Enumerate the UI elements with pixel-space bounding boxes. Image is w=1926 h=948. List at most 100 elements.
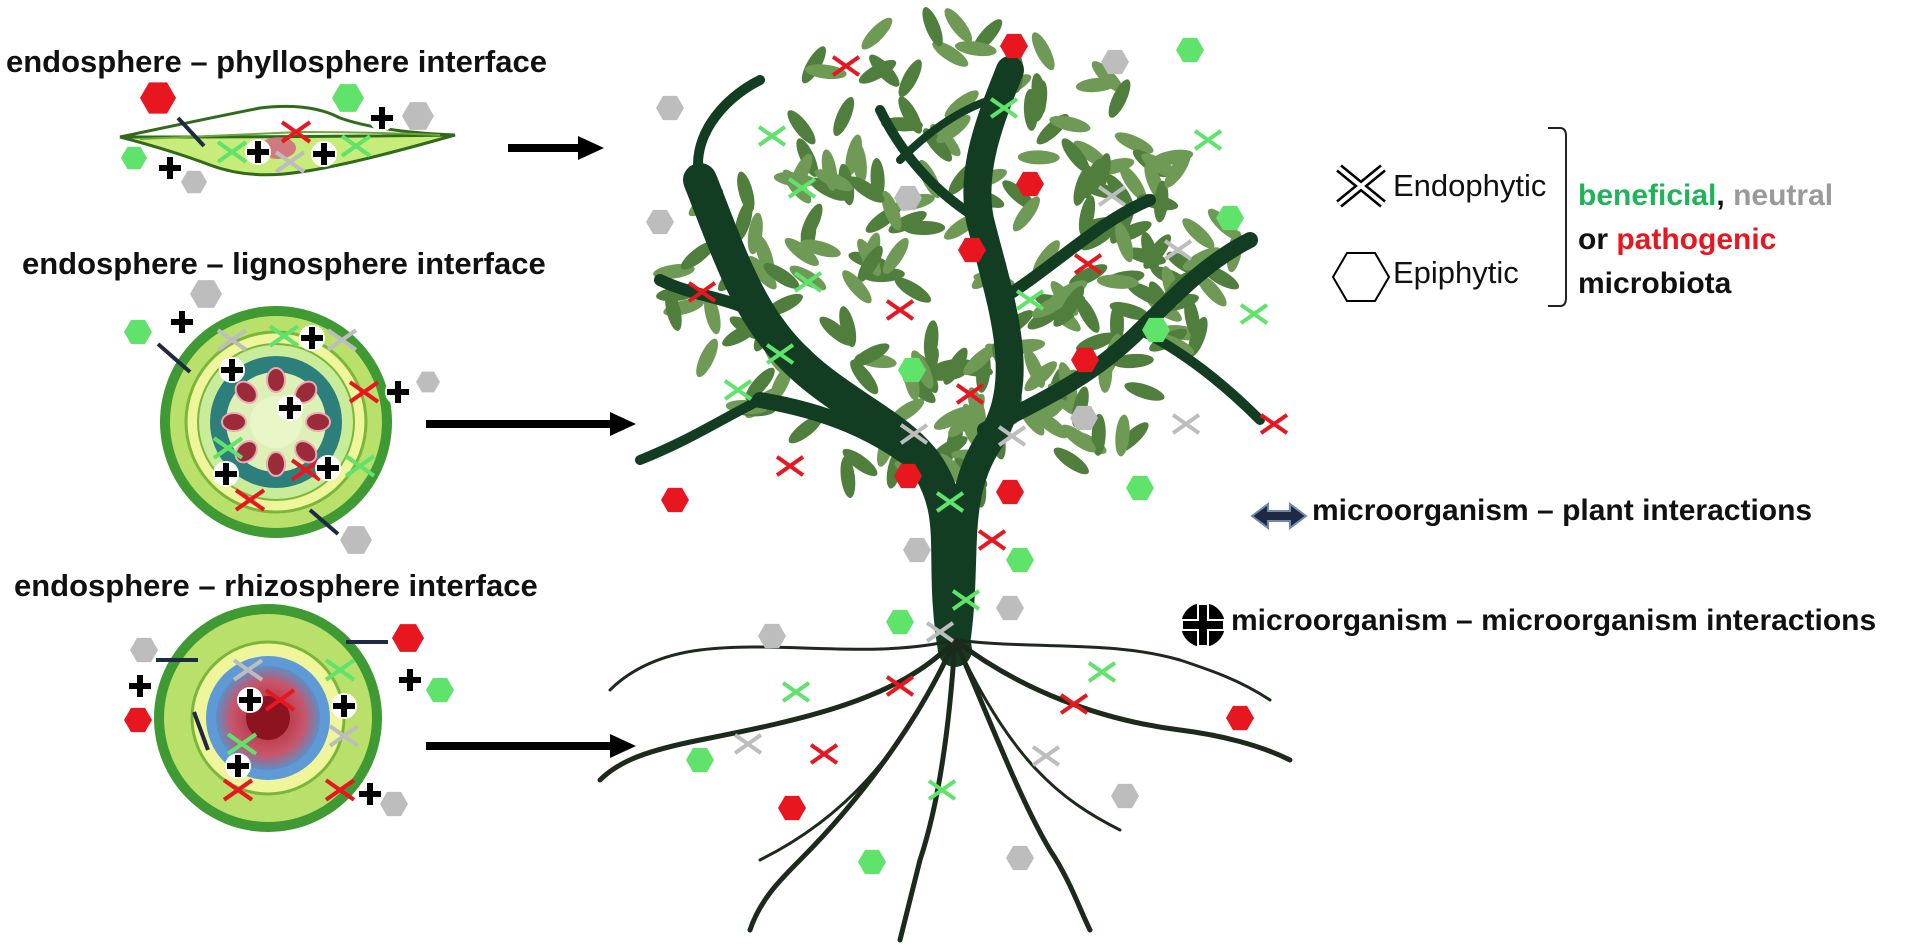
phyllosphere-title: endosphere – phyllosphere interface [6,44,547,79]
interaction-plus [387,381,409,403]
tree-root [952,637,1093,933]
epiphyte-hexagon [996,479,1024,505]
epiphyte-hexagon [130,637,158,663]
tree-leaf [882,237,909,274]
vascular-bundle [294,440,318,464]
endophyte-cross [324,658,356,682]
tree-leaf [704,293,721,335]
endophyte-cross [1073,253,1103,275]
endophyte-cross [687,281,717,303]
legend-comma: , [1716,179,1725,212]
endophyte-cross [348,380,380,404]
tree-root [747,637,958,933]
endophyte-cross [264,688,296,712]
tree-leaf [852,141,867,184]
interaction-plus [171,311,193,333]
tree-leaf [1182,218,1215,249]
epiphyte-hexagon [380,791,408,817]
tree-branch [896,96,994,164]
epiphyte-hexagon [858,849,886,875]
tree-leaf [840,456,856,498]
tree-leaf [1091,413,1106,456]
epiphyte-hexagon [181,170,207,194]
endophyte-cross [344,454,376,478]
endophyte-cross [733,733,763,755]
endophyte-cross [935,491,965,513]
epiphyte-hexagon [340,526,372,554]
epiphyte-hexagon [392,624,424,652]
tree-leaf [1164,152,1191,188]
epiphyte-hexagon [886,609,914,635]
endophyte-cross [324,778,356,802]
tree-root [953,638,1272,702]
epiphyte-hexagon [646,209,674,235]
interaction-plus [221,359,243,381]
tree-leaf [1017,150,1060,165]
microbe-markers [121,33,1289,875]
epiphyte-hexagon [1000,33,1028,59]
endophyte-cross [809,743,839,765]
endophyte-cross [1193,129,1223,151]
endophyte-cross [234,488,266,512]
tree-leaf [898,59,922,98]
tree-leaf [1114,132,1154,154]
tree-leaf [850,359,879,395]
epiphyte-hexagon [140,82,176,114]
endophyte-cross [326,328,358,352]
endophyte-cross [787,177,817,199]
interaction-plus [159,157,181,179]
vascular-bundle [221,412,247,432]
plant-interactions-label: microorganism – plant interactions [1312,494,1813,527]
epiphyte-hexagon [332,84,364,112]
tree-branch [693,75,765,185]
epiphyte-hexagon [416,371,440,393]
epiphyte-hexagon [1111,783,1139,809]
legend-neutral: neutral [1733,179,1834,212]
tree-leaf [869,54,900,87]
epiphyte-hexagon [124,319,152,345]
tree-leaf [923,320,939,362]
tree-leaf [1061,138,1090,173]
epiphyte-hexagon [758,623,786,649]
epiphyte-hexagon [402,102,434,130]
endophyte-cross [925,621,955,643]
tree-leaf [800,239,841,258]
endophyte-cross [1087,661,1117,683]
tree-leaf [1093,153,1111,194]
tree-leaf [833,96,855,137]
tree-leaf [747,255,777,290]
tree-leaf [1031,32,1055,71]
tree-branch [654,274,776,336]
interaction-arrow [308,508,340,536]
endophyte-cross [274,150,306,174]
endophyte-cross [1015,289,1045,311]
endophyte-cross [328,724,360,748]
microbe-interactions-label: microorganism – microorganism interactio… [1231,604,1877,637]
tree-leaf [881,190,902,231]
endophyte-cross [1031,745,1061,767]
epiphyte-hexagon [1142,317,1170,343]
tree-leaf [1024,348,1046,388]
tree-leaf [784,237,819,267]
vascular-bundle [266,367,286,393]
endophyte-cross [951,589,981,611]
epiphyte-hexagon [686,747,714,773]
tree-leaf [1075,77,1118,93]
epiphyte-hexagon [1006,845,1034,871]
tree-branch [994,194,1156,306]
endophyte-cross [1163,239,1193,261]
tree-leaf [1111,353,1154,369]
tree-leaf [1126,281,1165,306]
vascular-bundle [234,380,258,404]
tree-leaf [944,90,979,119]
tree-leaf [851,343,890,367]
tree-branch [875,105,985,225]
epiphyte-hexagon [1006,547,1034,573]
tree-leaf [903,220,946,236]
epiphyte-hexagon [124,707,152,733]
tree [597,7,1293,943]
endophyte-cross [885,675,915,697]
epiphyte-hexagon [190,280,222,308]
tree-leaf [1196,273,1227,307]
